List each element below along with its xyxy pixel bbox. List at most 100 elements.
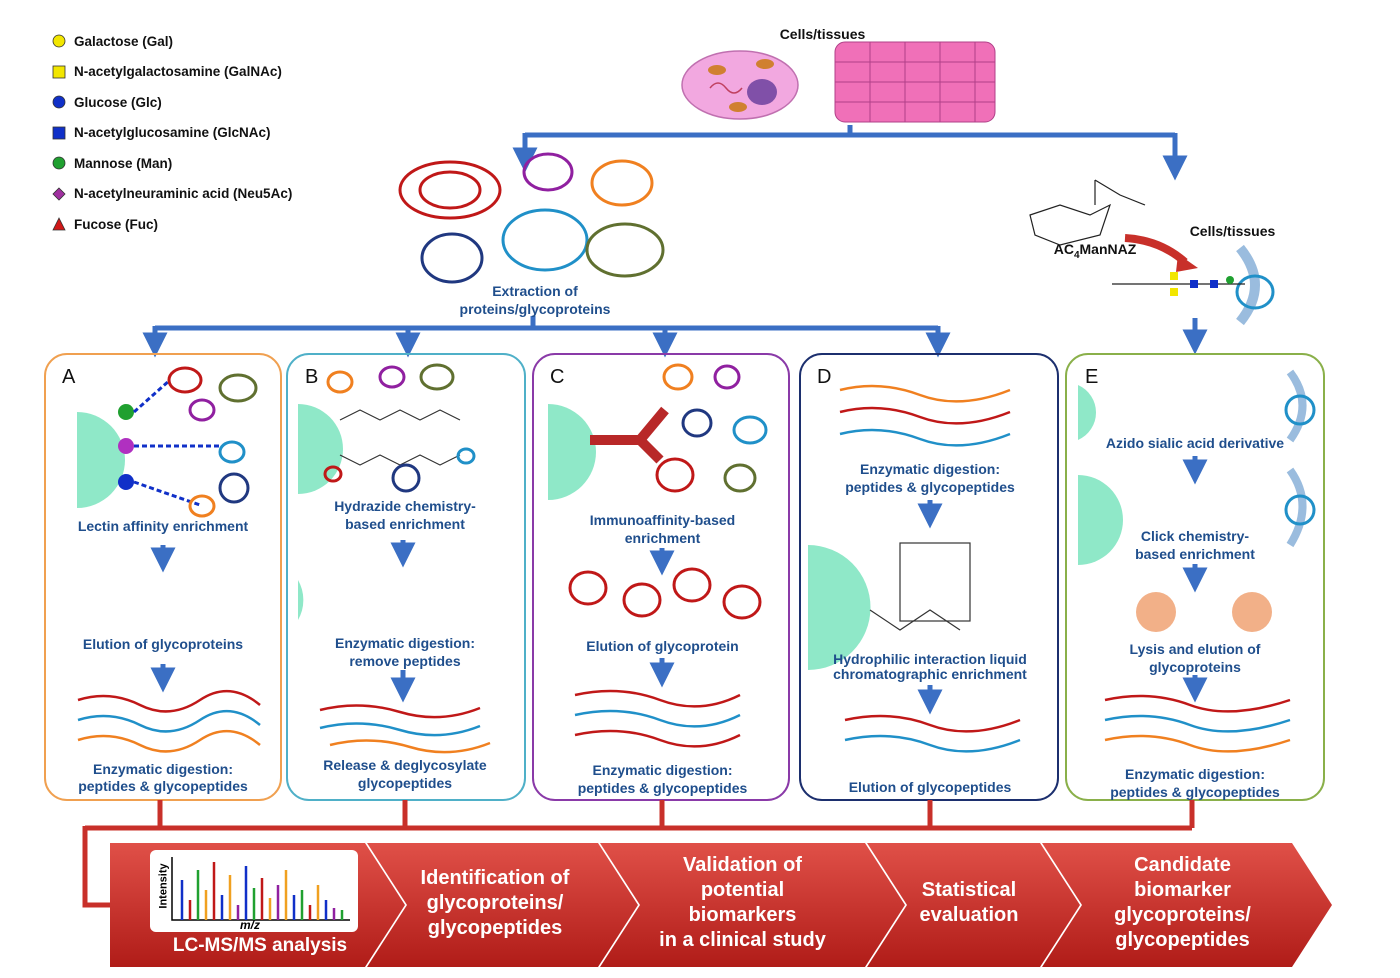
panel-a-frame [44, 353, 282, 801]
peptide-strands [77, 384, 1291, 754]
legend-circle-icon [52, 95, 66, 109]
extraction-label-2: proteins/glycoproteins [459, 301, 611, 317]
top-arrows [142, 125, 1208, 358]
chevron-candidate [1042, 843, 1332, 967]
panel-b-step3-l1: Release & deglycosylate [323, 757, 487, 773]
panel-c-step3-l1: Enzymatic digestion: [592, 762, 733, 778]
panel-d-step2-l1: Hydrophilic interaction liquid [833, 651, 1027, 667]
legend-label: Galactose (Gal) [74, 33, 174, 49]
panel-b-letter: B [305, 366, 319, 388]
legend-item: N-acetylneuraminic acid (Neu5Ac) [52, 179, 292, 210]
legend-item: Glucose (Glc) [52, 87, 292, 118]
pipeline-line: glycoproteins/ [1114, 904, 1251, 926]
panel-b-step1-l2: based enrichment [345, 516, 465, 532]
panel-c-step3-l2: peptides & glycopeptides [577, 780, 748, 796]
panel-e-art [1078, 369, 1316, 632]
legend-circle-icon [52, 156, 66, 170]
legend-label: Glucose (Glc) [74, 94, 162, 110]
chevron-statistics [867, 843, 1080, 967]
ac4mannaz-structure [1029, 179, 1146, 246]
panel-c-art [548, 363, 768, 620]
legend-item: Mannose (Man) [52, 148, 292, 179]
panel-c-letter: C [550, 366, 565, 388]
panel-e-step4-l1: Enzymatic digestion: [1124, 766, 1266, 782]
spectrum-x-label: m/z [240, 918, 261, 932]
extraction-label-1: Extraction of [492, 283, 578, 299]
legend-triangle-icon [52, 217, 66, 231]
legend-label: Fucose (Fuc) [74, 216, 159, 232]
panel-a-art [77, 366, 258, 518]
mass-spectrum-inset [150, 850, 358, 932]
legend-square-icon [52, 65, 66, 79]
monosaccharide-legend: Galactose (Gal) N-acetylgalactosamine (Ga… [52, 26, 292, 240]
panel-e-letter: E [1085, 366, 1099, 388]
pipeline-line: potential [700, 879, 785, 901]
pipeline-step-lcms: LC-MS/MS analysis [172, 935, 348, 956]
pipeline-line: biomarkers [688, 904, 797, 926]
protein-blobs [398, 152, 665, 284]
legend-item: N-acetylgalactosamine (GalNAc) [52, 57, 292, 88]
panel-e-step3-l1: Lysis and elution of [1129, 641, 1261, 657]
panel-a-step1: Lectin affinity enrichment [77, 518, 249, 534]
pipeline-line: Candidate [1134, 854, 1231, 876]
panel-d-step1-l1: Enzymatic digestion: [859, 461, 1001, 477]
panel-a-step2: Elution of glycoproteins [82, 636, 244, 652]
legend-label: N-acetylneuraminic acid (Neu5Ac) [74, 186, 293, 202]
legend-circle-icon [52, 34, 66, 48]
pipeline-line: Statistical [921, 879, 1017, 901]
pipeline-line: glycopeptides [1115, 929, 1250, 951]
panel-e-step2-l1: Click chemistry- [1140, 528, 1250, 544]
pipeline-step-validation: Validation of potential biomarkers in a cli… [630, 853, 855, 953]
pipeline-line: Identification of [420, 867, 570, 889]
legend-square-icon [52, 126, 66, 140]
legend-label: N-acetylgalactosamine (GalNAc) [74, 64, 282, 80]
legend-item: N-acetylglucosamine (GlcNAc) [52, 118, 292, 149]
panel-b-step3-l2: glycopeptides [357, 775, 453, 791]
panel-a-step3-l2: peptides & glycopeptides [78, 778, 248, 794]
panel-e-step4-l2: peptides & glycopeptides [1110, 784, 1280, 800]
legend-item: Fucose (Fuc) [52, 209, 292, 240]
chevron-identification [367, 843, 638, 967]
legend-diamond-icon [52, 187, 66, 201]
pipeline-line: evaluation [919, 904, 1019, 926]
panel-a-letter: A [62, 366, 76, 388]
panel-d-step1-l2: peptides & glycopeptides [845, 479, 1015, 495]
panel-b-step2-l2: remove peptides [349, 653, 461, 669]
panel-e-step3-l2: glycoproteins [1149, 659, 1241, 675]
panel-c-step1-l1: Immunoaffinity-based [589, 512, 736, 528]
single-cell-icon [681, 50, 799, 120]
pipeline-line: Validation of [683, 854, 802, 876]
pipeline-step-identification: Identification of glycoproteins/glycopept… [395, 866, 595, 941]
panel-d-step3: Elution of glycopeptides [848, 779, 1012, 795]
panel-c-step2: Elution of glycoprotein [586, 638, 739, 654]
panel-d-step2-l2: chromatographic enrichment [833, 666, 1027, 682]
labeled-cell-surface [1112, 244, 1275, 326]
panel-e-frame [1065, 353, 1325, 801]
panel-c-step1-l2: enrichment [624, 530, 701, 546]
pipeline-line: biomarker [1134, 879, 1231, 901]
pipeline-step-candidate: Candidate biomarker glycoproteins/glycopep… [1080, 853, 1285, 953]
panel-step-arrows [150, 456, 1208, 715]
legend-item: Galactose (Gal) [52, 26, 292, 57]
pipeline-step-statistics: Statistical evaluation [895, 878, 1043, 928]
pipeline-line: in a clinical study [659, 929, 826, 951]
spectrum-y-label: Intensity [157, 863, 170, 909]
tissue-cells-icon [834, 41, 996, 123]
panel-a-step3-l1: Enzymatic digestion: [92, 761, 234, 777]
panel-b-art [298, 363, 476, 620]
panel-e-step1: Azido sialic acid derivative [1105, 435, 1285, 451]
panel-b-step2-l1: Enzymatic digestion: [334, 635, 476, 651]
cells-tissues-label: Cells/tissues [779, 26, 866, 42]
legend-label: Mannose (Man) [74, 155, 173, 171]
cells-tissues-label-2: Cells/tissues [1189, 223, 1276, 239]
pipeline-line: glycoproteins/ [426, 892, 564, 914]
chevron-validation [600, 843, 905, 967]
panel-d-art [808, 542, 971, 670]
panel-d-letter: D [817, 366, 832, 388]
pipeline-line: glycopeptides [427, 917, 563, 939]
legend-label: N-acetylglucosamine (GlcNAc) [74, 125, 271, 141]
panel-e-step2-l2: based enrichment [1135, 546, 1255, 562]
panel-b-step1-l1: Hydrazide chemistry- [334, 498, 476, 514]
ac4mannaz-label: AC4ManNAZ [1053, 241, 1137, 261]
